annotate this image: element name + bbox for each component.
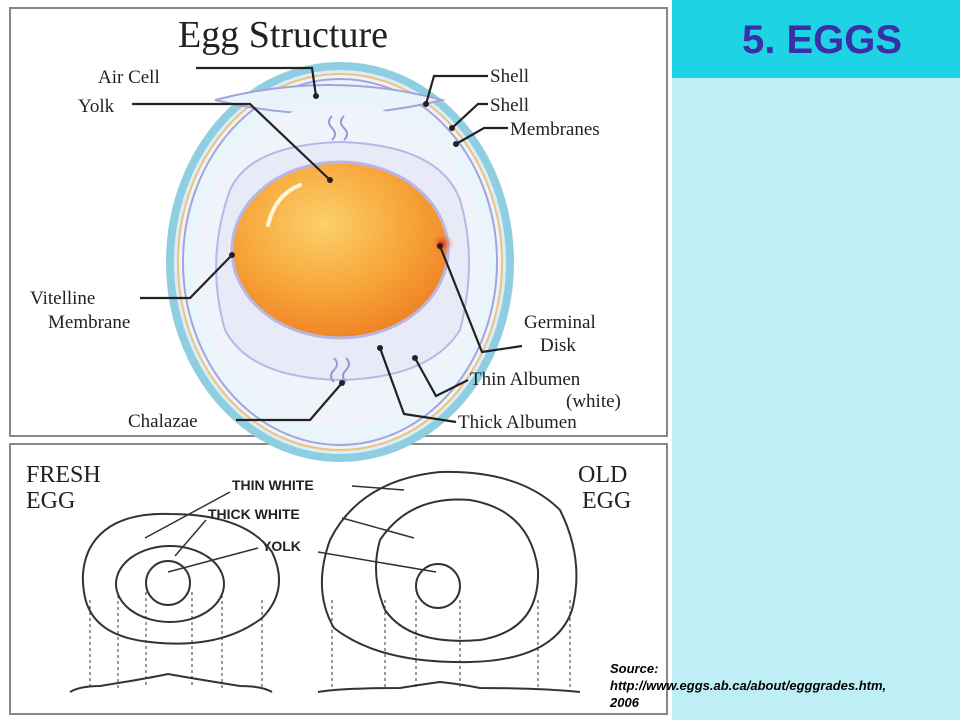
label-shell-membranes-1: Shell [490,95,529,116]
label-germinal-1: Germinal [524,312,596,333]
yolk [230,160,450,340]
source-citation: Source: http://www.eggs.ab.ca/about/eggg… [610,660,955,711]
chalazae-top [328,115,348,141]
label-thin-albumen-2: (white) [566,391,621,412]
egg-structure-title: Egg Structure [178,14,388,56]
old-label-2: EGG [582,488,631,514]
fresh-label-1: FRESH [26,462,101,488]
old-egg [321,470,578,664]
bottom-panel-border [9,443,668,715]
label-thin-albumen-1: Thin Albumen [470,369,581,390]
egg-diagram: Egg Structure Air Cell Yolk Vitelline Me… [9,7,668,715]
old-label-1: OLD [578,462,627,488]
label-shell-membranes-2: Membranes [510,119,600,140]
label-vitelline-2: Membrane [48,312,130,333]
source-line-1: Source: [610,661,659,676]
thick-white-label: THICK WHITE [208,506,300,522]
source-line-2: http://www.eggs.ab.ca/about/egggrades.ht… [610,678,887,693]
chalazae-bottom [330,357,350,383]
fresh-leaders [144,491,259,573]
fresh-label-2: EGG [26,488,75,514]
label-germinal-2: Disk [540,335,576,356]
fresh-egg [81,512,280,645]
yolk-highlight [266,183,302,227]
label-vitelline-1: Vitelline [30,288,95,309]
leader-dots [229,93,459,386]
label-chalazae: Chalazae [128,411,198,432]
slide-title: 5. EGGS [742,18,903,62]
label-shell: Shell [490,66,529,87]
shell-membrane-inner [182,78,498,446]
source-line-3: 2006 [610,695,639,710]
old-leaders [317,485,437,573]
figure-panel: Egg Structure Air Cell Yolk Vitelline Me… [0,0,672,720]
profiles [69,672,581,693]
title-band [672,0,960,78]
label-thick-albumen: Thick Albumen [458,412,577,433]
label-air-cell: Air Cell [98,67,160,88]
air-cell [214,84,446,115]
profile-guides [89,592,571,688]
leader-lines [132,66,523,424]
label-yolk: Yolk [78,96,115,117]
thin-white-label: THIN WHITE [232,477,314,493]
